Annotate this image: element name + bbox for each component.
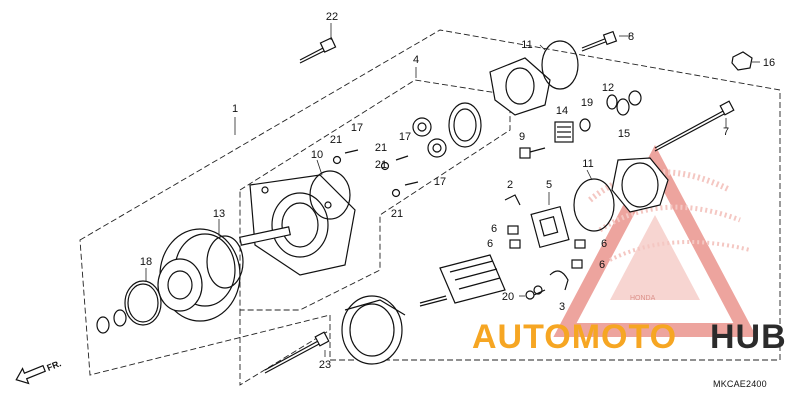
front-arrow-icon	[15, 364, 46, 385]
watermark-brand-part2: HUB	[710, 318, 787, 356]
washer-19	[579, 118, 591, 132]
washer-a	[96, 316, 110, 334]
ring-10	[309, 170, 351, 220]
bolt-23	[264, 331, 330, 374]
callout-23: 23	[319, 359, 331, 371]
o-ring-18	[124, 280, 162, 326]
callout-22: 22	[326, 11, 338, 23]
callout-16: 16	[763, 57, 775, 69]
bolt-22	[299, 37, 337, 64]
callout-19: 19	[581, 97, 593, 109]
callout-9: 9	[519, 131, 525, 143]
terminal-3	[533, 270, 569, 295]
callout-6d: 6	[599, 259, 605, 271]
callout-21b: 21	[375, 142, 387, 154]
bolt-20	[525, 289, 546, 300]
callout-1: 1	[232, 103, 238, 115]
callout-15: 15	[618, 128, 630, 140]
washers-21	[332, 155, 401, 198]
long-bolt-7	[654, 100, 735, 152]
callout-5: 5	[546, 179, 552, 191]
callout-11a: 11	[521, 39, 532, 51]
callout-17a: 17	[351, 122, 363, 134]
automotohub-watermark: AUTOMOTO HUB	[472, 318, 787, 356]
callout-21a: 21	[330, 134, 342, 146]
watermark-brand-part1: AUTOMOTO	[472, 318, 677, 356]
washer-12	[606, 94, 618, 110]
leader-lines	[145, 23, 760, 357]
clip-2	[504, 194, 521, 206]
callout-21c: 21	[375, 159, 387, 171]
bolt-8	[581, 30, 618, 52]
callout-7: 7	[723, 126, 729, 138]
bolt-9	[519, 147, 546, 159]
cap-16	[731, 51, 753, 71]
planetary-gears-4	[412, 102, 482, 158]
callout-13: 13	[213, 208, 225, 220]
front-housing	[239, 174, 356, 276]
callout-6c: 6	[601, 238, 607, 250]
rear-housing	[611, 157, 669, 213]
callout-4: 4	[413, 54, 419, 66]
honda-watermark-text: HONDA	[630, 295, 656, 302]
o-ring-11-right	[573, 178, 615, 232]
springs-6	[507, 225, 586, 269]
assembly-outline-1	[79, 29, 781, 376]
callout-18: 18	[140, 256, 152, 268]
callout-20: 20	[502, 291, 514, 303]
callout-14: 14	[556, 105, 568, 117]
callout-numbers: 1 2 3 4 5 6 6 6 6 7 8 9 10 11 11 12 13 1…	[140, 11, 775, 371]
callout-8: 8	[628, 31, 634, 43]
yoke-cover	[489, 57, 551, 116]
diagram-code: MKCAE2400	[713, 379, 767, 389]
callout-17b: 17	[399, 131, 411, 143]
callout-10: 10	[311, 149, 323, 161]
assembly-outline-4	[239, 79, 511, 311]
front-direction-indicator: FR.	[15, 358, 63, 385]
bolts-17	[344, 149, 419, 186]
callout-17c: 17	[434, 176, 446, 188]
o-ring-11-top	[541, 40, 579, 90]
callout-3: 3	[559, 301, 565, 313]
callout-12: 12	[602, 82, 614, 94]
callout-6a: 6	[491, 223, 497, 235]
yoke-housing	[341, 295, 406, 365]
callout-6b: 6	[487, 238, 493, 250]
rear-cover-13	[157, 228, 244, 322]
nut-16	[628, 90, 642, 106]
callout-11b: 11	[582, 158, 593, 170]
front-direction-label: FR.	[45, 358, 62, 373]
armature	[419, 254, 506, 307]
callout-21d: 21	[391, 208, 403, 220]
brush-holder-5	[530, 205, 570, 249]
assembly-outline-inner	[239, 310, 331, 386]
gear-14	[554, 121, 574, 143]
washer-15	[616, 98, 630, 116]
callout-2: 2	[507, 179, 513, 191]
